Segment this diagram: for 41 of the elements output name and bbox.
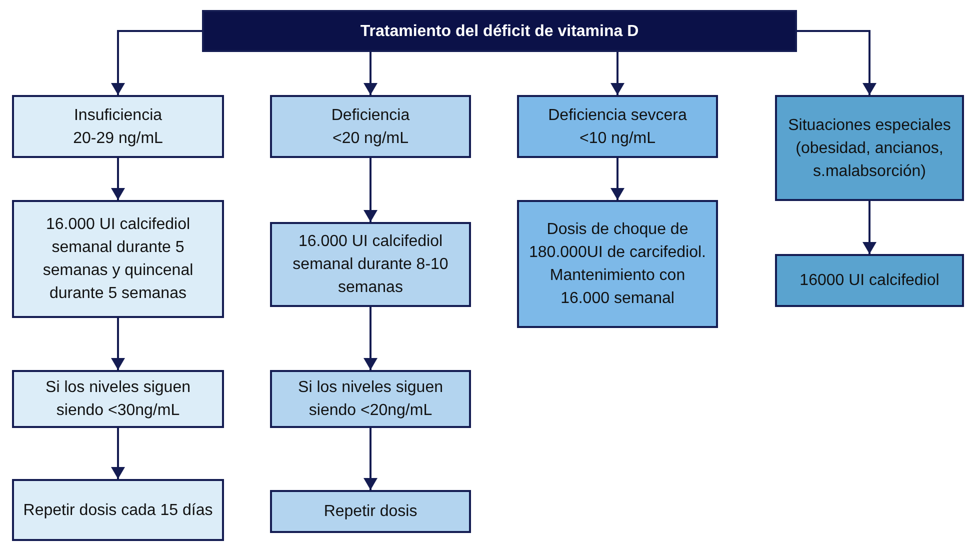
box-text: 16000 UI calcifediol — [800, 271, 940, 291]
process-box — [517, 200, 718, 328]
process-box — [12, 479, 224, 541]
process-box — [12, 200, 224, 318]
arrow — [111, 158, 125, 200]
arrow — [111, 318, 125, 370]
box-text: Si los niveles siguen siendo <20ng/mL — [297, 378, 444, 421]
box-text: Repetir dosis — [324, 502, 418, 522]
arrow — [862, 201, 876, 254]
box-text: Deficiencia sevcera — [548, 106, 687, 126]
box-text: Dosis de choque de 180.000UI de carcifediol. Mantenimiento con 16.000 semanal — [528, 220, 707, 309]
box-text: Deficiencia — [331, 106, 410, 126]
arrow — [111, 428, 125, 479]
box-text: Insuficiencia — [74, 106, 162, 126]
title-text: Tratamiento del déficit de vitamina D — [360, 22, 639, 42]
process-box — [270, 490, 471, 533]
title-box — [202, 10, 797, 52]
process-box — [12, 370, 224, 428]
process-box — [12, 95, 224, 158]
arrow — [610, 52, 624, 95]
arrow — [364, 52, 378, 95]
process-box — [270, 222, 471, 307]
box-text: 16.000 UI calcifediol semanal durante 8-10 semanas — [292, 232, 450, 298]
box-text: Si los niveles siguen siendo <30ng/mL — [44, 378, 192, 421]
arrow — [797, 30, 876, 95]
process-box — [517, 95, 718, 158]
arrow — [364, 428, 378, 490]
box-text: 20-29 ng/mL — [73, 128, 163, 148]
process-box — [270, 95, 471, 158]
arrow — [111, 30, 202, 95]
box-text: Situaciones especiales (obesidad, ancianos, s.malabsorción) — [787, 116, 952, 182]
process-box — [775, 95, 964, 201]
box-text: <10 ng/mL — [579, 128, 656, 148]
box-text: 16.000 UI calcifediol semanal durante 5 semanas y quincenal durante 5 semanas — [42, 215, 194, 304]
box-text: <20 ng/mL — [332, 128, 409, 148]
process-box — [270, 370, 471, 428]
arrow — [364, 158, 378, 222]
box-text: Repetir dosis cada 15 días — [23, 500, 213, 520]
arrow — [364, 307, 378, 370]
arrow — [610, 158, 624, 200]
process-box — [775, 254, 964, 307]
